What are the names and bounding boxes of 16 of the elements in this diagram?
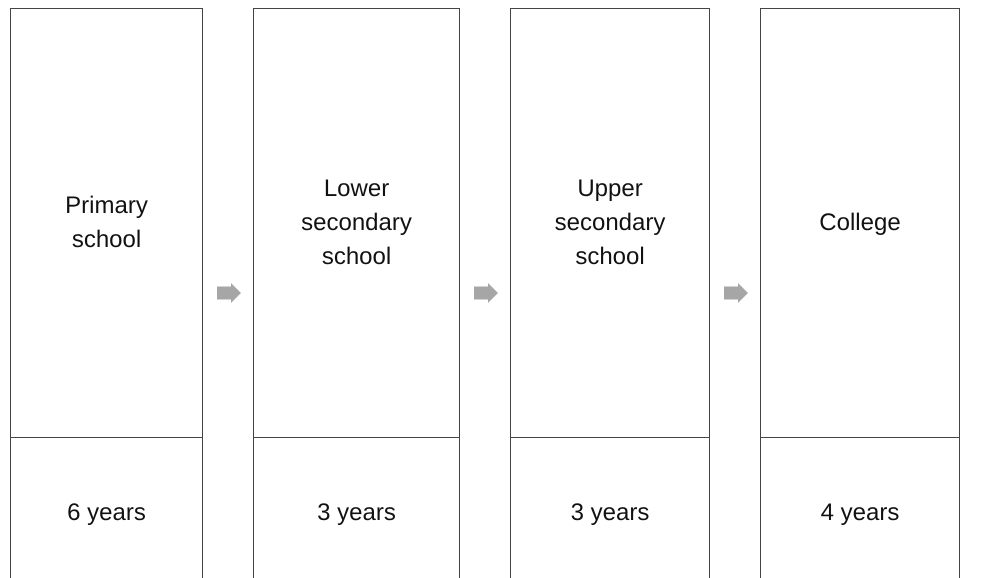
stage-box — [760, 8, 960, 437]
duration-label: 4 years — [820, 498, 900, 528]
duration-label: 6 years — [67, 498, 146, 528]
stage-box — [253, 8, 460, 437]
duration-label: 3 years — [317, 498, 396, 528]
stage-box — [10, 8, 203, 437]
stage-label: Upper secondary school — [554, 174, 666, 272]
stage-label: Lower secondary school — [300, 174, 413, 272]
duration-box — [510, 437, 710, 578]
stage-box — [510, 8, 710, 437]
duration-label: 3 years — [570, 498, 650, 528]
duration-box — [253, 437, 460, 578]
stage-label: College — [819, 208, 901, 238]
stage-label: Primary school — [64, 191, 149, 255]
duration-box — [760, 437, 960, 578]
duration-box — [10, 437, 203, 578]
